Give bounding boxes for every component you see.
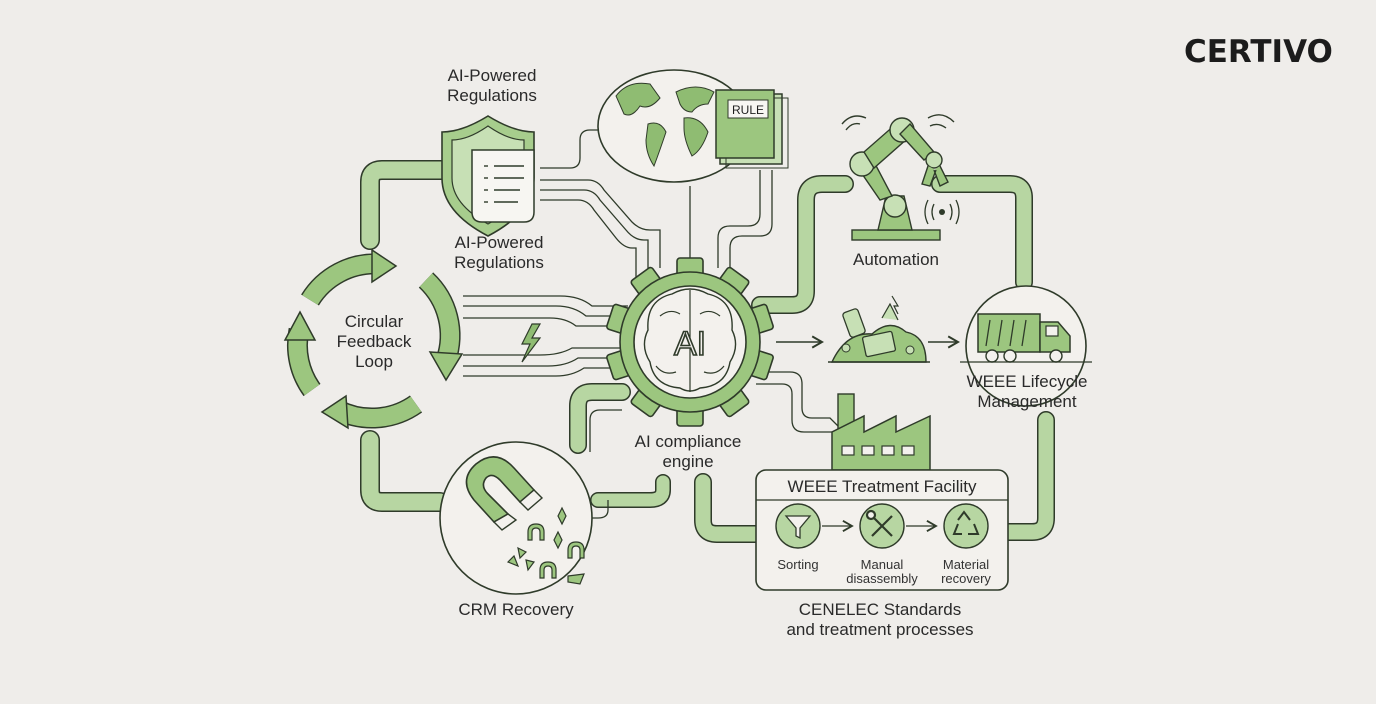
label-line: disassembly [846, 571, 918, 586]
certivo-logo: CERTIVO [1184, 34, 1333, 70]
label-line: WEEE Lifecycle [966, 372, 1088, 391]
label-line: Material [942, 557, 990, 572]
ai-engine-label: AI compliance engine [618, 432, 758, 472]
recovery-step-label: Material recovery [930, 558, 1002, 586]
rule-book-label: RULE [732, 103, 764, 117]
label-line: Regulations [447, 86, 537, 105]
shield-document-icon [441, 115, 535, 237]
label-line: AI compliance [634, 432, 742, 451]
label-line: Circular [344, 312, 404, 331]
label-line: Feedback [336, 332, 412, 351]
label-line: Loop [355, 352, 393, 371]
e-waste-pile-icon [828, 295, 930, 363]
garbage-truck-icon [960, 285, 1092, 407]
feedback-loop-label: Circular Feedback Loop [314, 312, 434, 372]
label-line: recovery [941, 571, 991, 586]
magnet-icon [439, 441, 593, 595]
crm-recovery-label: CRM Recovery [458, 600, 574, 619]
wrench-screwdriver-icon [865, 509, 893, 537]
label-line: Regulations [454, 253, 544, 272]
ai-engine-gear-icon: AI [606, 257, 774, 427]
ai-regulations-mid-label: AI-Powered Regulations [434, 233, 564, 273]
label-line: CENELEC Standards [798, 600, 962, 619]
label-line: Management [977, 392, 1077, 411]
feedback-loop-graphic [283, 248, 464, 430]
treatment-facility-panel [755, 469, 1009, 591]
label-line: Manual [860, 557, 904, 572]
ai-regulations-top-label: AI-Powered Regulations [427, 66, 557, 106]
label-line: engine [662, 452, 714, 471]
label-line: AI-Powered [447, 66, 537, 85]
label-line: Sorting [777, 557, 819, 572]
robot-arm-icon [841, 114, 960, 241]
facility-title: WEEE Treatment Facility [787, 477, 977, 496]
cenelec-standards-label: CENELEC Standards and treatment processe… [768, 600, 992, 640]
automation-label: Automation [853, 250, 939, 269]
connector-lines [463, 129, 843, 519]
connector-bands [360, 160, 1055, 543]
factory-icon [831, 393, 931, 471]
funnel-icon [784, 515, 812, 540]
sorting-step-label: Sorting [768, 558, 828, 572]
label-line: and treatment processes [786, 620, 974, 639]
globe-rulebook-icon: RULE [597, 69, 789, 183]
disassembly-step-label: Manual disassembly [840, 558, 924, 586]
ai-glyph: AI [674, 325, 706, 363]
weee-lifecycle-label: WEEE Lifecycle Management [952, 372, 1102, 412]
label-line: AI-Powered [454, 233, 544, 252]
lightning-icon [521, 323, 542, 363]
recycle-icon [952, 510, 980, 535]
